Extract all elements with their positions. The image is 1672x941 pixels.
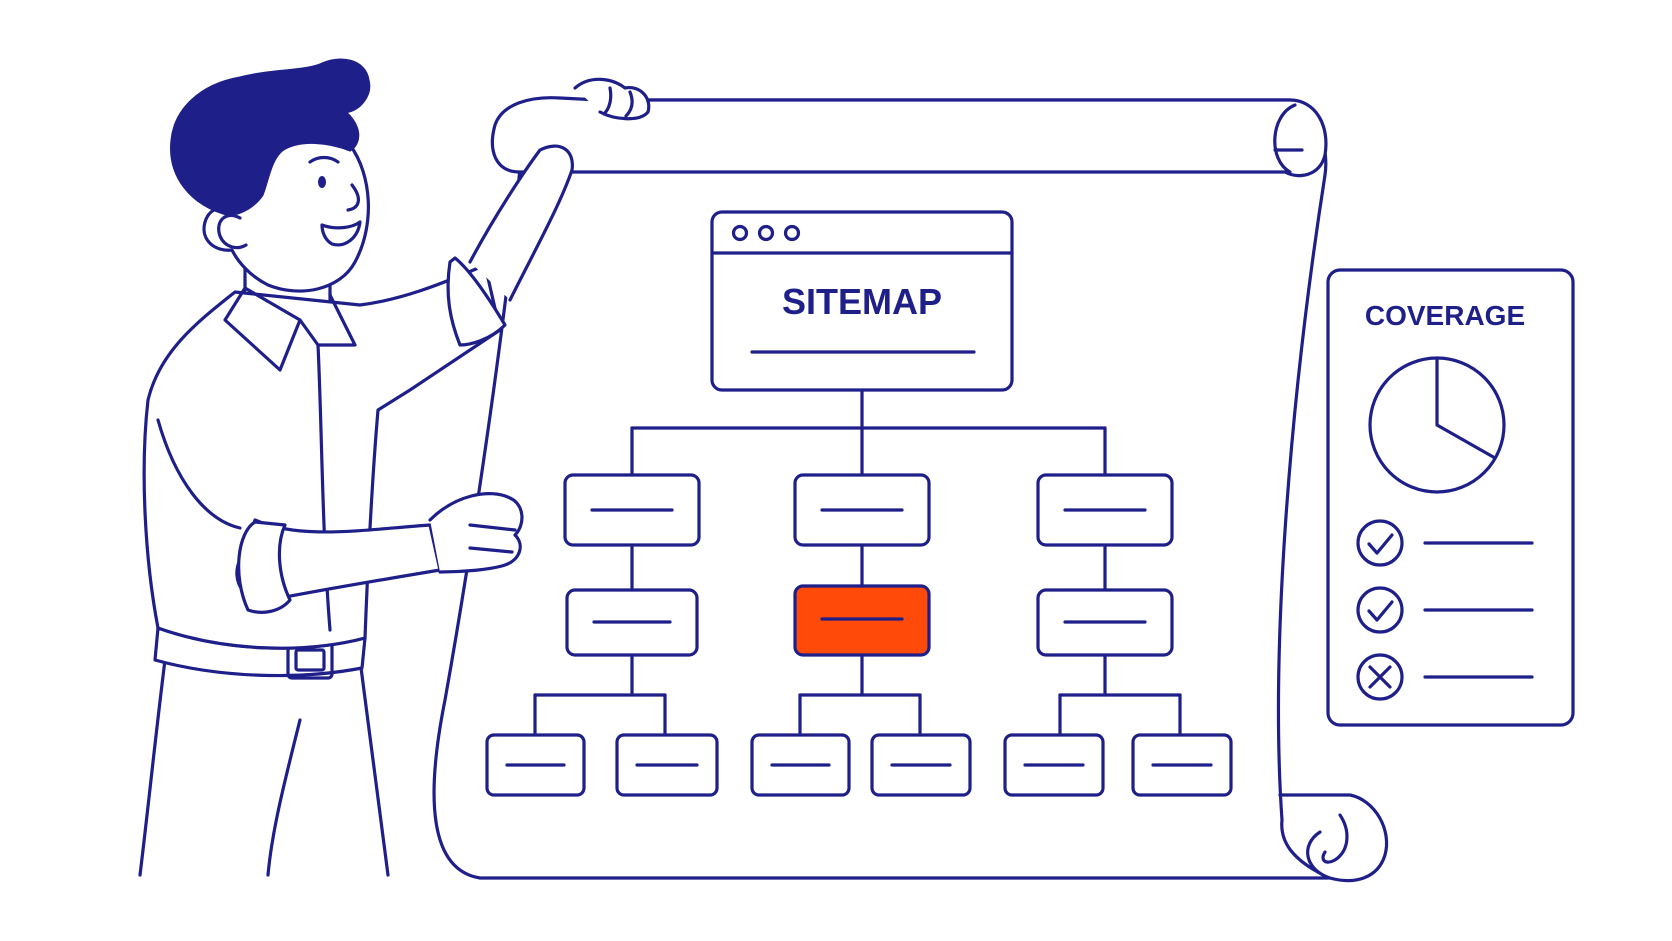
eyebrow: [308, 155, 340, 164]
sitemap-leaf: [485, 733, 586, 797]
sitemap-leaf: [750, 733, 851, 797]
sitemap-window: SITEMAP: [710, 210, 1014, 392]
sitemap-nodes: [485, 473, 1233, 797]
coverage-item-2: [1356, 586, 1534, 634]
sitemap-leaf: [870, 733, 972, 797]
window-dot-2: [757, 224, 775, 242]
sitemap-leaf: [615, 733, 719, 797]
sitemap-node-highlighted: [793, 584, 931, 657]
inner-leg-line: [266, 718, 302, 877]
sitemap-node: [1036, 588, 1174, 657]
sitemap-leaf: [1131, 733, 1233, 797]
x-icon: [1356, 653, 1404, 701]
ear: [217, 213, 248, 250]
collar-left: [223, 286, 302, 372]
nose: [346, 183, 360, 212]
coverage-card: COVERAGE: [1326, 268, 1575, 727]
sitemap-connectors: [533, 388, 1182, 737]
coverage-card-frame: [1326, 268, 1575, 727]
mouth: [320, 220, 362, 247]
check-icon: [1356, 586, 1404, 634]
sitemap-leaf: [1003, 733, 1105, 797]
raised-forearm: [468, 144, 574, 302]
lower-arm-upper: [156, 418, 242, 530]
sitemap-node: [793, 473, 931, 547]
sleeve-cuff-lower: [237, 520, 292, 614]
sitemap-node: [1036, 473, 1174, 547]
coverage-item-1: [1356, 519, 1534, 567]
coverage-item-3: [1356, 653, 1534, 701]
right-leg-outline: [358, 658, 390, 877]
eye: [318, 176, 326, 188]
sitemap-title: SITEMAP: [782, 281, 942, 322]
window-dot-3: [783, 224, 801, 242]
left-leg-outline: [138, 658, 167, 877]
coverage-title: COVERAGE: [1365, 300, 1525, 331]
window-dot-1: [731, 224, 749, 242]
check-icon: [1356, 519, 1404, 567]
hair: [170, 58, 371, 217]
sitemap-node: [563, 473, 701, 547]
sitemap-node: [565, 588, 699, 657]
person: [138, 58, 651, 877]
lower-hand: [428, 492, 524, 574]
sleeve-cuff-raised: [446, 256, 507, 347]
coverage-pie-slice: [1435, 356, 1497, 460]
collar-right: [298, 293, 357, 347]
shirt-placket: [316, 343, 332, 632]
